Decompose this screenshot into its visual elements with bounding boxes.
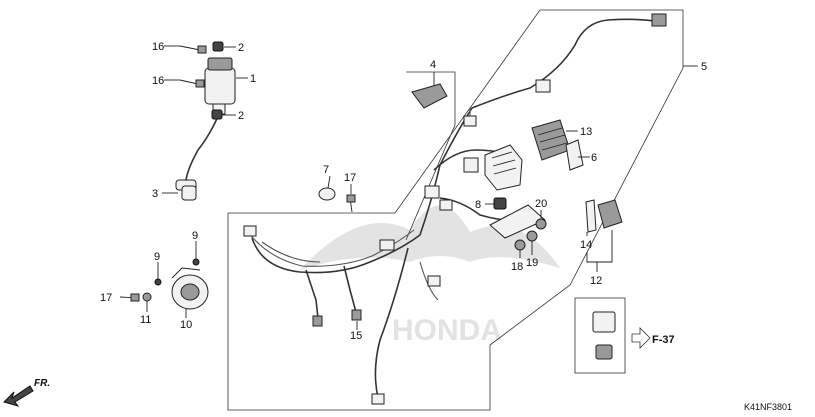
bracket-outline <box>405 71 456 241</box>
nut-11 <box>142 292 152 302</box>
connector-set-box <box>574 297 626 374</box>
callout-19: 19 <box>526 257 538 269</box>
callout-labels: 16 2 1 16 2 3 4 5 13 6 7 17 8 20 9 9 17 … <box>100 41 707 342</box>
callout-4: 4 <box>430 59 436 71</box>
part-18 <box>514 239 526 251</box>
fuse-box <box>484 144 523 191</box>
callout-3: 3 <box>152 188 158 200</box>
cover-6 <box>565 139 584 171</box>
reference-arrow <box>631 327 651 349</box>
callout-12: 12 <box>590 275 602 287</box>
callout-2-upper: 2 <box>238 42 244 54</box>
callout-13: 13 <box>580 126 592 138</box>
callout-16-upper: 16 <box>152 41 164 53</box>
callout-7: 7 <box>323 164 329 176</box>
harness-outline <box>227 9 684 411</box>
connector-bottom <box>595 344 613 360</box>
callout-17-horn: 17 <box>100 292 112 304</box>
washer-9-upper <box>192 258 200 266</box>
callout-18: 18 <box>511 261 523 273</box>
bolt-17-horn <box>119 293 140 302</box>
callout-14: 14 <box>580 239 592 251</box>
bolt-17-harness <box>346 194 356 213</box>
connector-top <box>592 311 616 333</box>
regulator-rectifier <box>531 119 571 161</box>
watermark-text: HONDA <box>392 314 502 347</box>
part-20 <box>535 218 547 230</box>
leader-lines <box>146 45 698 330</box>
honda-watermark: HONDA <box>300 205 560 347</box>
reference-label: F-37 <box>652 334 675 346</box>
callout-8: 8 <box>475 199 481 211</box>
relay-plate <box>489 204 546 239</box>
grommet <box>318 187 336 201</box>
callout-5: 5 <box>701 61 707 73</box>
wire-harness <box>243 13 667 405</box>
rubber-band-14 <box>585 199 597 233</box>
spark-plug-cap <box>175 179 197 201</box>
front-arrow-icon <box>3 385 34 407</box>
bracket <box>411 83 448 109</box>
callout-2-lower: 2 <box>238 110 244 122</box>
starter-relay <box>597 199 623 229</box>
callout-10: 10 <box>180 319 192 331</box>
nut-2-lower <box>211 109 223 120</box>
bolt-16-upper <box>179 45 207 54</box>
ignition-coil <box>185 57 236 181</box>
washer-9-lower <box>154 278 162 286</box>
horn <box>171 267 209 310</box>
part-19 <box>526 230 538 242</box>
callout-9-lower: 9 <box>154 251 160 263</box>
callout-17-harness: 17 <box>344 172 356 184</box>
callout-11: 11 <box>140 314 151 326</box>
connector-8 <box>493 197 507 210</box>
callout-20: 20 <box>535 198 547 210</box>
drawing-code: K41NF3801 <box>744 402 792 412</box>
callout-1: 1 <box>250 73 256 85</box>
front-direction-label: FR. <box>34 378 50 389</box>
callout-15: 15 <box>350 330 362 342</box>
bolt-16-lower <box>179 79 205 88</box>
callout-6: 6 <box>591 152 597 164</box>
callout-16-lower: 16 <box>152 75 164 87</box>
callout-9-upper: 9 <box>192 230 198 242</box>
nut-2-upper <box>212 41 224 52</box>
